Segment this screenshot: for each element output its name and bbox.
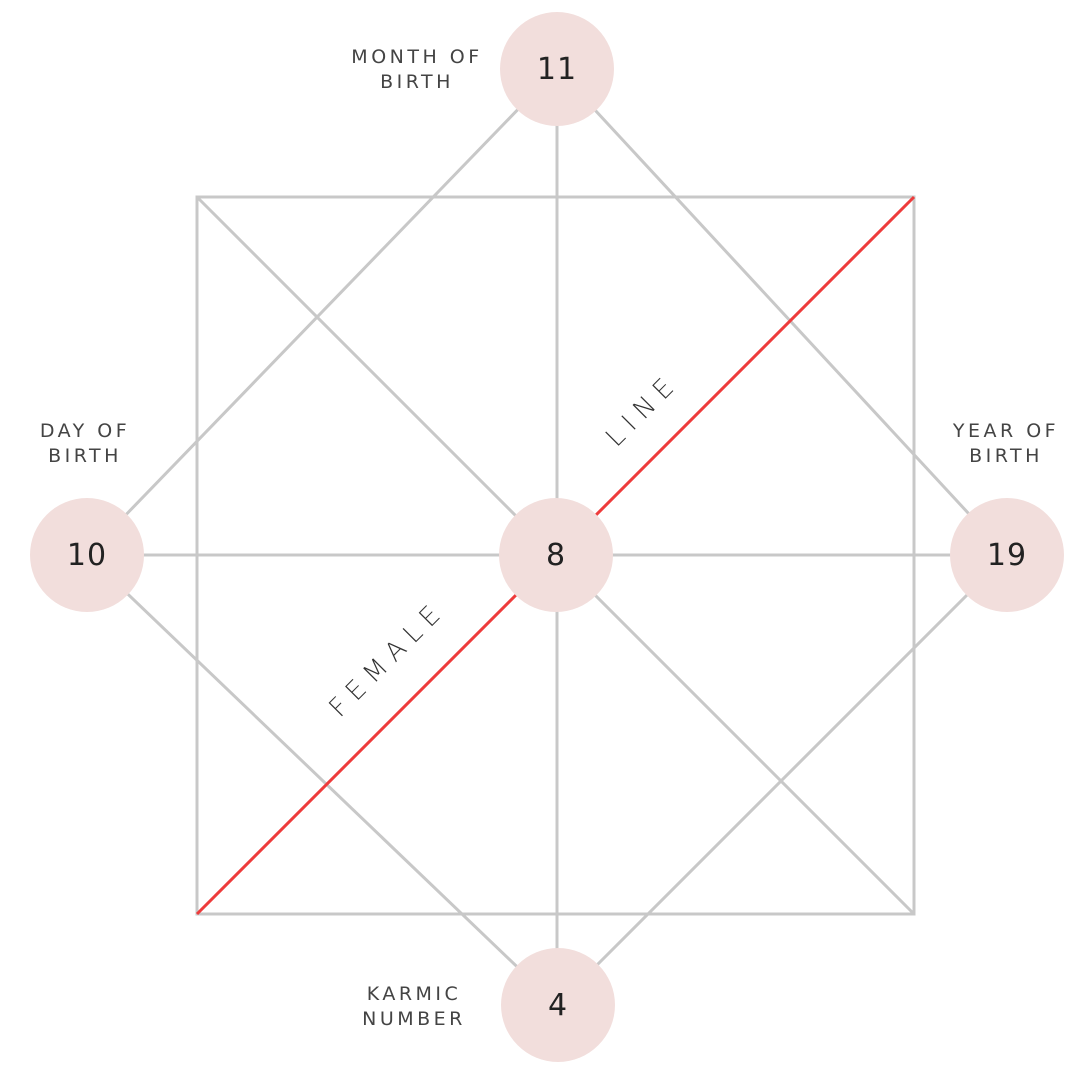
year-of-birth-label: YEAR OF BIRTH	[916, 419, 1080, 469]
year-of-birth-node: 19	[950, 498, 1064, 612]
year-of-birth-label-line-1: YEAR OF	[952, 420, 1060, 442]
karmic-number-value: 4	[547, 987, 569, 1023]
month-of-birth-label-line-2: BIRTH	[380, 71, 454, 93]
day-of-birth-label-line-1: DAY OF	[39, 420, 131, 442]
diamond-edge-bottom-right	[555, 553, 1009, 1007]
month-of-birth-value: 11	[536, 51, 578, 87]
day-of-birth-label: DAY OF BIRTH	[0, 419, 175, 469]
karmic-number-node: 4	[501, 948, 615, 1062]
year-of-birth-label-line-2: BIRTH	[969, 445, 1043, 467]
karmic-number-label: KARMIC NUMBER	[324, 982, 504, 1032]
center-value: 8	[545, 537, 567, 573]
diamond-edge-bottom-left	[85, 553, 559, 1007]
month-of-birth-label: MONTH OF BIRTH	[327, 45, 507, 95]
day-of-birth-node: 10	[30, 498, 144, 612]
diamond-edge-top-left	[85, 67, 559, 557]
center-node: 8	[499, 498, 613, 612]
day-of-birth-value: 10	[66, 537, 108, 573]
month-of-birth-node: 11	[500, 12, 614, 126]
day-of-birth-label-line-2: BIRTH	[48, 445, 122, 467]
month-of-birth-label-line-1: MONTH OF	[351, 46, 483, 68]
year-of-birth-value: 19	[986, 537, 1028, 573]
karmic-number-label-line-2: NUMBER	[362, 1008, 466, 1030]
diamond-edge-top-right	[555, 67, 1009, 557]
karmic-number-label-line-1: KARMIC	[366, 983, 462, 1005]
